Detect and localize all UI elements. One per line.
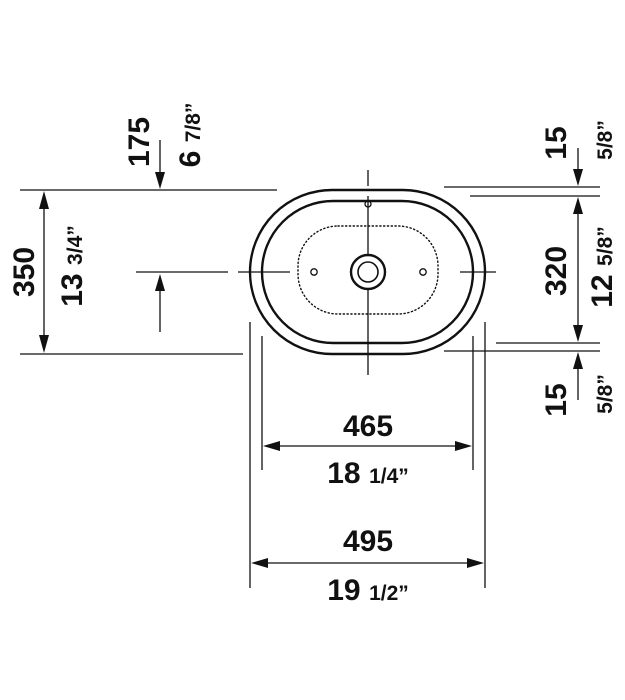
label-320-inch: 12 5/8” [586,226,619,308]
label-465-inch: 18 1/4” [327,457,409,490]
label-350-inch: 13 3/4” [56,225,89,307]
label-15-bottom-inch: 5/8” [594,374,617,414]
fixing-hole-right [419,268,427,276]
label-495-inch: 19 1/2” [327,574,409,607]
label-15-top-mm: 15 [540,126,573,159]
label-495-mm: 495 [343,525,393,558]
label-15-top-inch: 5/8” [594,120,617,160]
label-175-mm: 175 [123,117,156,167]
right-dimensions [444,148,600,400]
bottom-dimensions [249,322,486,588]
drain-outer-ring [349,253,387,291]
label-175-inch: 6 7/8” [174,103,207,168]
left-dimensions [20,140,277,355]
label-320-mm: 320 [540,246,573,296]
fixing-hole-left [310,268,318,276]
label-350-mm: 350 [8,247,41,297]
drain-inner-ring [357,261,379,283]
label-15-bottom-mm: 15 [540,383,573,416]
center-lines [238,170,496,375]
label-465-mm: 465 [343,410,393,443]
